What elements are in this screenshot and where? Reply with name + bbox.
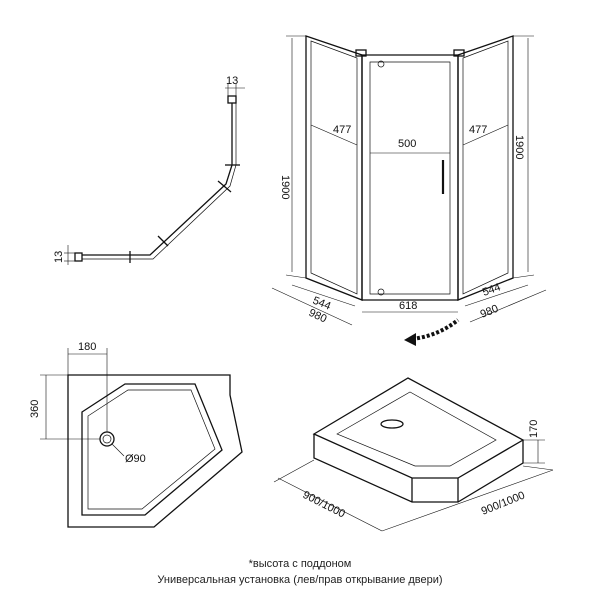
tray-isometric-view: 170 900/1000 900/1000	[273, 377, 554, 532]
dim-line	[522, 465, 554, 471]
profile-hinge-mark	[217, 180, 232, 193]
cabin-bottom-pivot	[377, 288, 385, 296]
cabin-top-bracket	[453, 49, 465, 57]
profile-top-section-view: 13 13	[53, 75, 245, 265]
dim-base-right: 544	[481, 281, 502, 299]
cabin-top-pivot	[377, 60, 385, 68]
dim-line	[310, 124, 358, 146]
profile-hinge-mark	[157, 235, 169, 247]
cabin-isometric-view: 1900 1900 477 500 477 544 618 544 980 98…	[271, 35, 547, 346]
dim-depth-right: 980	[479, 303, 501, 321]
dim-door-width: 500	[398, 138, 416, 150]
tray-iso-top	[312, 377, 525, 479]
tray-outer-outline	[67, 374, 243, 528]
dim-line	[381, 469, 554, 532]
dim-drain: Ø90	[125, 453, 146, 465]
drain-outer	[99, 431, 115, 447]
profile-end-cap	[74, 252, 83, 262]
dim-base-front: 618	[399, 300, 417, 312]
height-note: *высота с поддоном	[248, 558, 352, 570]
dim-line	[464, 284, 529, 307]
dim-line	[469, 289, 547, 323]
dim-tray-height: 170	[528, 420, 540, 438]
cabin-left-panel	[305, 35, 363, 301]
dim-height-right: 1900	[513, 135, 525, 159]
tray-bowl-inner	[87, 389, 216, 510]
cabin-top-bracket	[355, 49, 367, 57]
tray-iso-sides	[313, 434, 524, 503]
dim-line	[111, 443, 125, 457]
install-note: Универсальная установка (лев/прав открыв…	[157, 574, 443, 586]
dim-line	[271, 287, 353, 326]
profile-outline	[82, 103, 233, 256]
dim-tray-offset-y: 360	[29, 400, 41, 418]
cabin-right-panel-glass	[462, 40, 509, 295]
dim-profile-left: 13	[53, 251, 65, 263]
profile-end-cap	[227, 95, 237, 104]
dim-side-panel-left: 477	[333, 124, 351, 136]
tray-iso-bowl	[336, 391, 497, 467]
door-opening-arrow	[411, 318, 460, 341]
dim-line	[277, 477, 383, 532]
tray-top-view: 180 360 Ø90	[29, 341, 243, 528]
dim-profile-top: 13	[226, 75, 238, 87]
dim-line	[512, 274, 535, 279]
profile-inner-line	[82, 103, 237, 260]
dim-line	[462, 124, 509, 146]
arrow-head-icon	[404, 333, 416, 346]
dim-line	[291, 284, 356, 307]
dim-tray-size-left: 900/1000	[301, 489, 347, 521]
drain-inner	[102, 434, 112, 444]
dim-line	[285, 274, 307, 279]
dim-side-panel-right: 477	[469, 124, 487, 136]
tray-iso-drain	[380, 419, 404, 429]
cabin-door-glass	[369, 61, 451, 295]
tray-bowl-outline	[81, 383, 223, 516]
dim-line	[273, 459, 315, 483]
dim-height-left: 1900	[279, 175, 291, 199]
cabin-left-panel-glass	[310, 40, 358, 295]
dim-tray-offset-x: 180	[78, 341, 96, 353]
cabin-right-panel	[457, 35, 514, 301]
